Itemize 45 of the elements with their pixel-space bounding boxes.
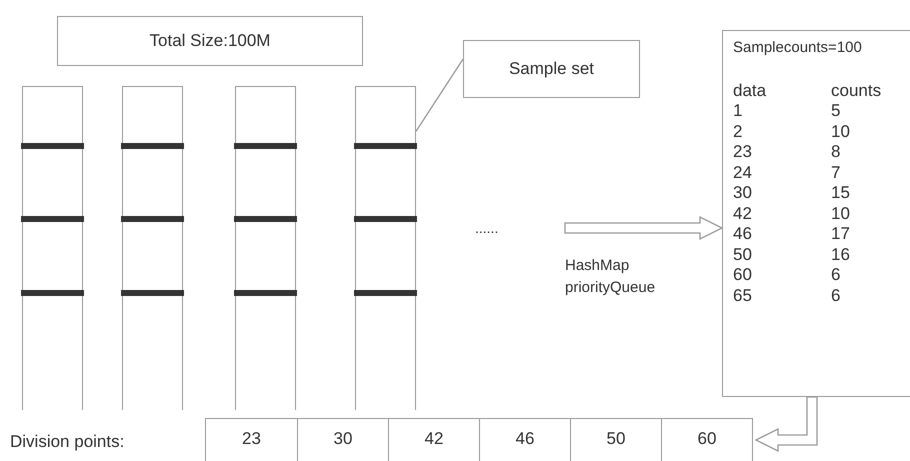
table-cell: 46 (733, 224, 752, 244)
row-caption: Division points: (10, 432, 124, 452)
division-row (205, 418, 753, 461)
table-panel (722, 30, 910, 397)
hollow-arrow (564, 216, 724, 240)
table-cell: 60 (661, 419, 752, 461)
column-strip (235, 86, 296, 410)
table-cell: 42 (733, 204, 752, 224)
table-title: Samplecounts=100 (733, 39, 862, 56)
table-cell: 65 (733, 286, 752, 306)
table-cell: 8 (831, 142, 840, 162)
table-cell: 50 (570, 419, 661, 461)
column-strip (22, 86, 83, 410)
column-strip (122, 86, 183, 410)
table-cell: 30 (733, 183, 752, 204)
table-cell: 6 (831, 265, 840, 286)
ellipsis-text: ...... (475, 219, 498, 238)
leader-line (415, 58, 464, 132)
table-cell: 24 (733, 162, 752, 183)
table-cell: 50 (733, 244, 752, 265)
label-box (57, 16, 363, 66)
table-cell: 10 (831, 204, 850, 224)
table-cell: 5 (831, 101, 840, 122)
table-cell: 1 (733, 101, 742, 122)
column-strip (355, 86, 416, 410)
hollow-arrow (754, 396, 818, 452)
table-cell: data (733, 80, 766, 101)
table-cell: 30 (297, 419, 388, 461)
table-cell: 42 (388, 419, 479, 461)
table-cell: 15 (831, 183, 850, 204)
table-cell: 23 (733, 142, 752, 162)
edge-label: HashMap priorityQueue (565, 256, 656, 298)
table-cell: 46 (479, 419, 570, 461)
box-text: Total Size:100M (150, 31, 270, 51)
table-cell: 7 (831, 162, 840, 183)
table-cell: 6 (831, 286, 840, 306)
table-cell: 2 (733, 122, 742, 142)
table-cell: 60 (733, 265, 752, 286)
label-box (463, 40, 640, 98)
box-text: Sample set (508, 59, 594, 79)
table-cell: counts (831, 80, 882, 101)
table-cell: 16 (831, 244, 850, 265)
table-cell-text: 23 (241, 428, 262, 450)
table-cell: 17 (831, 224, 850, 244)
table-cell: 10 (831, 122, 850, 142)
